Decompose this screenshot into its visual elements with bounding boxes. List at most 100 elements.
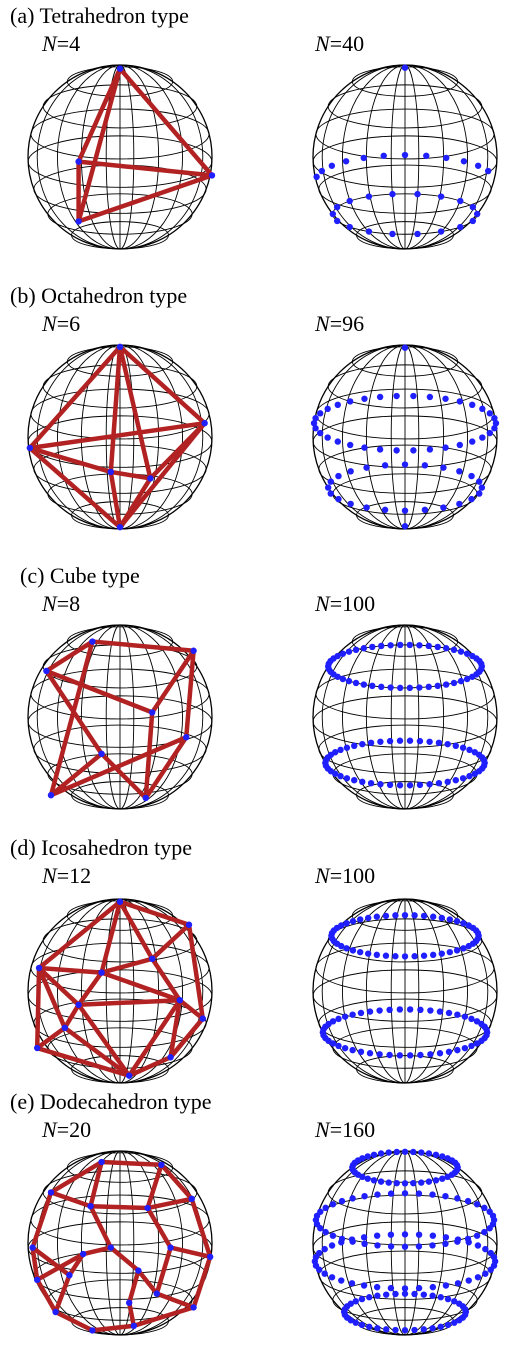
point-dot — [329, 1018, 337, 1025]
point-dot — [338, 1277, 345, 1284]
point-dot — [322, 1204, 329, 1212]
point-dot — [444, 1295, 452, 1303]
point-dot — [377, 1150, 385, 1157]
polyhedron-edge — [44, 668, 155, 715]
point-dot — [481, 1228, 488, 1236]
point-dot — [361, 1240, 368, 1248]
polyhedron-edge — [90, 639, 196, 654]
point-dot — [492, 420, 500, 427]
point-dot — [429, 1292, 436, 1299]
panel-a-right-n-label: N=40 — [315, 31, 365, 56]
n-value: 160 — [342, 1117, 376, 1142]
n-value: 12 — [69, 863, 92, 888]
point-dot — [393, 1179, 400, 1187]
point-dot — [401, 151, 409, 159]
point-dot — [440, 504, 447, 511]
point-dot — [318, 167, 326, 175]
point-dot — [366, 1050, 374, 1057]
polyhedron-edge — [177, 997, 206, 1021]
point-dot — [352, 1319, 359, 1326]
point-dot — [452, 776, 459, 784]
point-dot — [454, 1046, 461, 1054]
point-dot — [440, 464, 447, 471]
polyhedron-edge — [48, 734, 189, 798]
point-dot — [333, 217, 341, 225]
polyhedron-edge — [34, 1025, 68, 1051]
polyhedron-edge — [90, 1323, 137, 1333]
polyhedron-edge — [145, 1205, 173, 1250]
point-dot — [438, 914, 445, 922]
point-dot — [387, 1243, 395, 1250]
panel-d-left-globe — [27, 898, 213, 1084]
point-dot — [406, 782, 414, 789]
point-dot — [446, 948, 454, 956]
point-dot — [406, 641, 414, 649]
point-dot — [436, 1008, 444, 1015]
point-dot — [489, 1212, 497, 1220]
polyhedron-edge — [131, 1305, 196, 1329]
point-dot — [442, 1240, 449, 1248]
point-dot — [392, 1326, 399, 1334]
point-dot — [396, 782, 404, 789]
point-dot — [328, 1274, 336, 1281]
point-dot — [327, 478, 334, 485]
point-dot — [335, 472, 342, 480]
point-dot — [357, 1009, 365, 1017]
polyhedron-edge — [27, 445, 123, 530]
panel-c-right-globe — [312, 624, 498, 810]
polyhedron-edge — [154, 1245, 173, 1296]
polyhedron-edge — [88, 1203, 114, 1250]
panel-e-left-n-label: N=20 — [42, 1117, 92, 1142]
point-dot — [454, 1195, 461, 1202]
point-dot — [479, 434, 486, 441]
point-dot — [453, 947, 461, 954]
point-dot — [370, 1151, 378, 1158]
point-dot — [468, 1042, 475, 1050]
point-dot — [442, 1192, 449, 1200]
vertex-dot — [116, 65, 124, 72]
vertex-dot — [116, 343, 124, 351]
point-dot — [324, 405, 331, 413]
vertex-dot — [208, 172, 216, 179]
polyhedron-edge — [149, 922, 192, 962]
point-dot — [358, 1321, 366, 1329]
point-dot — [471, 770, 479, 777]
vertex-dot — [35, 964, 43, 972]
polyhedron-edge — [36, 965, 104, 975]
point-dot — [358, 1295, 366, 1303]
vertex-dot — [116, 898, 124, 905]
point-dot — [469, 203, 477, 211]
point-dot — [387, 1284, 395, 1292]
point-dot — [369, 682, 376, 690]
vertex-dot — [47, 1189, 55, 1196]
point-dot — [460, 920, 467, 927]
point-dot — [465, 942, 472, 950]
vertex-dot — [206, 1253, 214, 1260]
polyhedron-edge — [143, 710, 155, 801]
point-dot — [317, 1208, 324, 1215]
polyhedron-edge — [48, 1190, 93, 1209]
point-dot — [437, 193, 445, 200]
point-dot — [341, 1013, 349, 1020]
point-dot — [439, 1175, 446, 1182]
n-variable: N — [42, 591, 57, 616]
point-dot — [464, 1197, 472, 1205]
polyhedron-edge — [159, 1162, 195, 1202]
point-dot — [393, 447, 400, 454]
point-dot — [351, 742, 358, 750]
point-dot — [434, 643, 441, 651]
point-dot — [351, 776, 358, 784]
point-dot — [426, 781, 433, 788]
point-dot — [380, 152, 387, 159]
point-dot — [374, 1325, 381, 1332]
point-dot — [411, 953, 418, 960]
panel-d-right-globe — [312, 898, 498, 1084]
point-dot — [474, 162, 482, 169]
point-dot — [310, 420, 318, 427]
polyhedron-edge — [34, 1045, 132, 1078]
point-dot — [360, 645, 368, 652]
point-dot — [457, 677, 465, 685]
point-dot — [376, 1051, 383, 1058]
point-dot — [473, 210, 481, 218]
vertex-dot — [142, 794, 149, 802]
